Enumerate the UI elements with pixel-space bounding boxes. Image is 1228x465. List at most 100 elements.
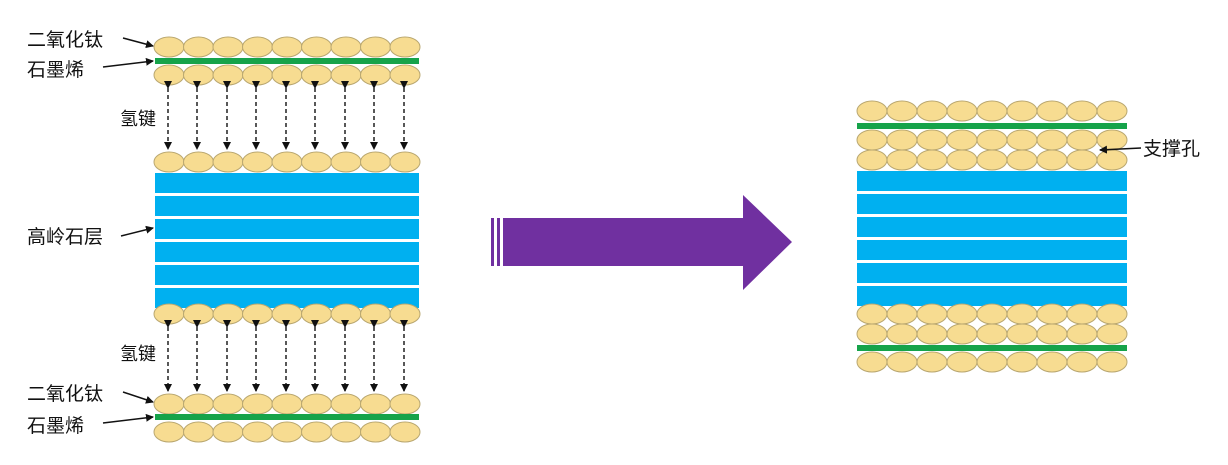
tio2-particle (976, 100, 1008, 122)
label-pointer (122, 37, 154, 49)
hydrogen-bond-arrows (164, 81, 408, 150)
tio2-particle (1096, 149, 1128, 171)
tio2-particle (271, 64, 303, 86)
tio2-particle (856, 323, 888, 345)
tio2-particle (271, 151, 303, 173)
tio2-particle (389, 393, 421, 415)
kaolinite-sheet (857, 194, 1127, 214)
kaolinite-layer (155, 173, 419, 308)
tio2-particle (153, 64, 185, 86)
tio2-particle-row (153, 421, 421, 443)
tio2-particle (271, 36, 303, 58)
tio2-particle (916, 149, 948, 171)
tio2-particle (242, 36, 273, 58)
kaolinite-sheet (857, 240, 1127, 260)
graphene-label-top: 石墨烯 (27, 59, 84, 81)
tio2-particle (886, 149, 918, 171)
tio2-particle (946, 129, 978, 151)
tio2-label-bottom: 二氧化钛 (27, 383, 103, 405)
tio2-particle (360, 303, 391, 325)
tio2-particle (916, 129, 948, 151)
tio2-particle-row (856, 129, 1128, 151)
tio2-particle (946, 351, 978, 373)
kaolinite-label: 高岭石层 (27, 226, 103, 248)
tio2-particle (330, 303, 362, 325)
tio2-particle (1066, 129, 1098, 151)
tio2-particle-row (856, 351, 1128, 373)
label-pointer (1099, 145, 1142, 154)
transition-arrow (491, 195, 792, 290)
tio2-particle (886, 303, 918, 325)
tio2-particle (153, 421, 185, 443)
tio2-particle (183, 303, 214, 325)
tio2-particle (886, 351, 918, 373)
tio2-particle (976, 129, 1008, 151)
tio2-particle-row (153, 64, 421, 86)
support-pore-label: 支撑孔 (1143, 138, 1200, 160)
hydrogen-bond-arrows (164, 320, 408, 392)
tio2-particle (183, 64, 214, 86)
tio2-particle (1006, 351, 1038, 373)
graphene-layer (155, 58, 419, 64)
tio2-particle (242, 421, 273, 443)
tio2-particle (886, 323, 918, 345)
tio2-particle (1066, 149, 1098, 171)
tio2-particle (916, 303, 948, 325)
tio2-particle (360, 151, 391, 173)
kaolinite-sheet (857, 263, 1127, 283)
tio2-particle (946, 323, 978, 345)
tio2-particle (301, 36, 332, 58)
tio2-particle (1006, 129, 1038, 151)
tio2-particle (183, 151, 214, 173)
label-pointer (102, 413, 154, 424)
kaolinite-sheet (155, 288, 419, 308)
tio2-particle (389, 36, 421, 58)
graphene-label-bottom: 石墨烯 (27, 415, 84, 437)
tio2-particle (271, 421, 303, 443)
tio2-particle (886, 100, 918, 122)
tio2-particle (271, 393, 303, 415)
tio2-particle (1006, 149, 1038, 171)
tio2-particle (1036, 351, 1068, 373)
tio2-particle (212, 393, 244, 415)
kaolinite-sheet (155, 196, 419, 216)
tio2-particle (360, 421, 391, 443)
tio2-particle (301, 151, 332, 173)
graphene-layer (857, 345, 1127, 351)
tio2-particle (1096, 323, 1128, 345)
tio2-particle (1036, 323, 1068, 345)
tio2-particle-row (856, 149, 1128, 171)
tio2-particle (183, 421, 214, 443)
tio2-particle (1066, 323, 1098, 345)
tio2-particle (153, 393, 185, 415)
hbond-label-top: 氢键 (120, 109, 156, 130)
kaolinite-sheet (857, 286, 1127, 306)
tio2-particle-row (153, 303, 421, 325)
tio2-particle (1066, 351, 1098, 373)
tio2-particle (916, 351, 948, 373)
tio2-particle (946, 303, 978, 325)
tio2-particle (1066, 303, 1098, 325)
tio2-particle-row (856, 303, 1128, 325)
tio2-particle (856, 100, 888, 122)
tio2-particle (153, 151, 185, 173)
tio2-particle (1036, 129, 1068, 151)
tio2-particle (301, 64, 332, 86)
tio2-particle (212, 421, 244, 443)
tio2-particle (360, 393, 391, 415)
tio2-particle (856, 303, 888, 325)
tio2-particle (1036, 303, 1068, 325)
hbond-label-bottom: 氢键 (120, 344, 156, 365)
tio2-particle (183, 36, 214, 58)
tio2-label-top: 二氧化钛 (27, 29, 103, 51)
tio2-particle (1006, 303, 1038, 325)
graphene-layer (155, 414, 419, 420)
tio2-particle (976, 149, 1008, 171)
tio2-particle (1096, 129, 1128, 151)
tio2-particle (1096, 351, 1128, 373)
tio2-particle (330, 393, 362, 415)
tio2-particle-row (153, 151, 421, 173)
tio2-particle (886, 129, 918, 151)
tio2-particle (360, 36, 391, 58)
